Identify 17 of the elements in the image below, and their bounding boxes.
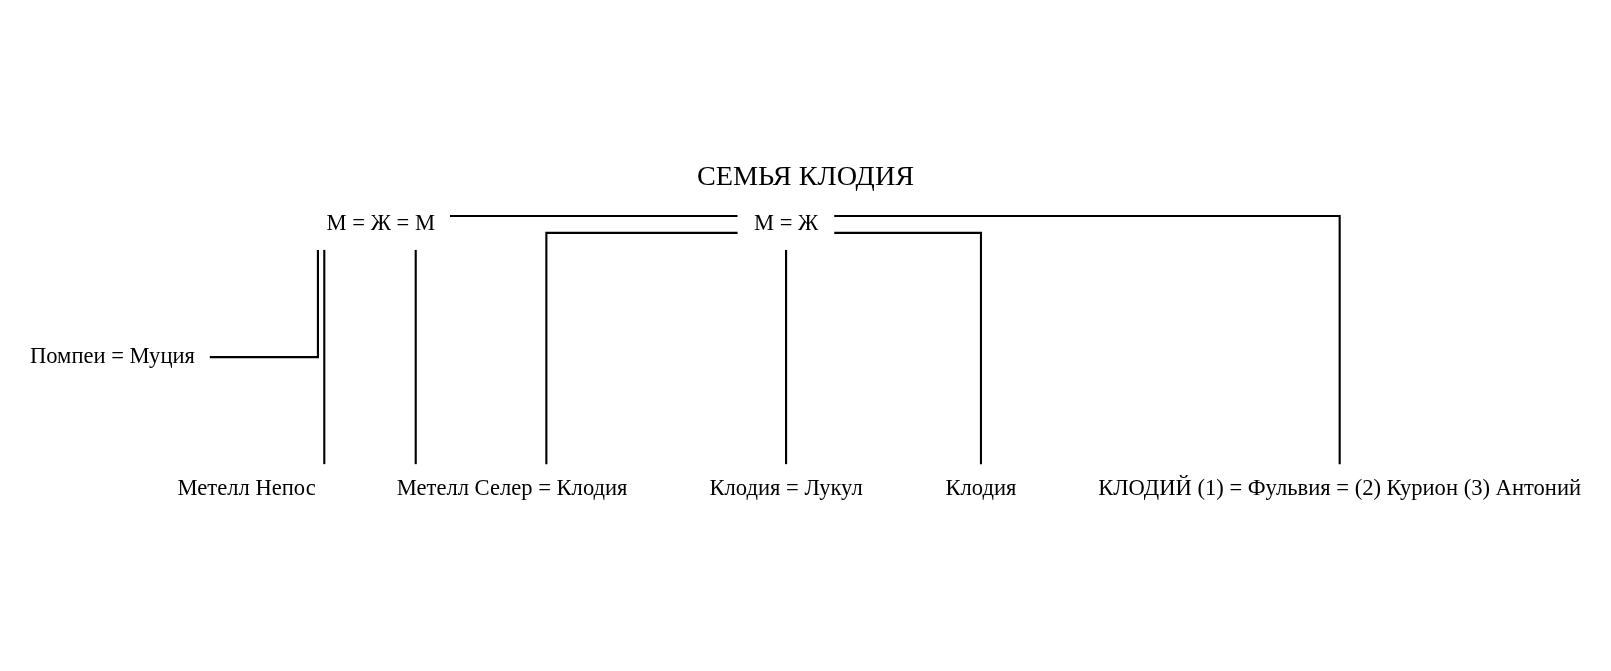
connector	[450, 214, 738, 217]
node-text: Клодия	[945, 474, 1017, 500]
node-text: КЛОДИЙ (1) = Фульвия = (2) Курион (3) Антоний	[1098, 474, 1582, 500]
node-text: М = Ж	[753, 209, 819, 235]
connector	[785, 249, 788, 464]
connector	[323, 249, 326, 464]
connector	[545, 231, 738, 464]
node-text: Помпеи = Муция	[29, 342, 195, 368]
connector	[414, 249, 417, 464]
connector	[834, 214, 1341, 464]
node-text: Клодия = Лукул	[709, 474, 863, 500]
node-text: Метелл Селер = Клодия	[396, 474, 628, 500]
node-text: М = Ж = М	[326, 209, 435, 235]
connector	[209, 249, 319, 358]
diagram-title: СЕМЬЯ КЛОДИЯ	[696, 159, 915, 191]
node-text: Метелл Непос	[177, 474, 316, 500]
connector	[834, 231, 983, 464]
